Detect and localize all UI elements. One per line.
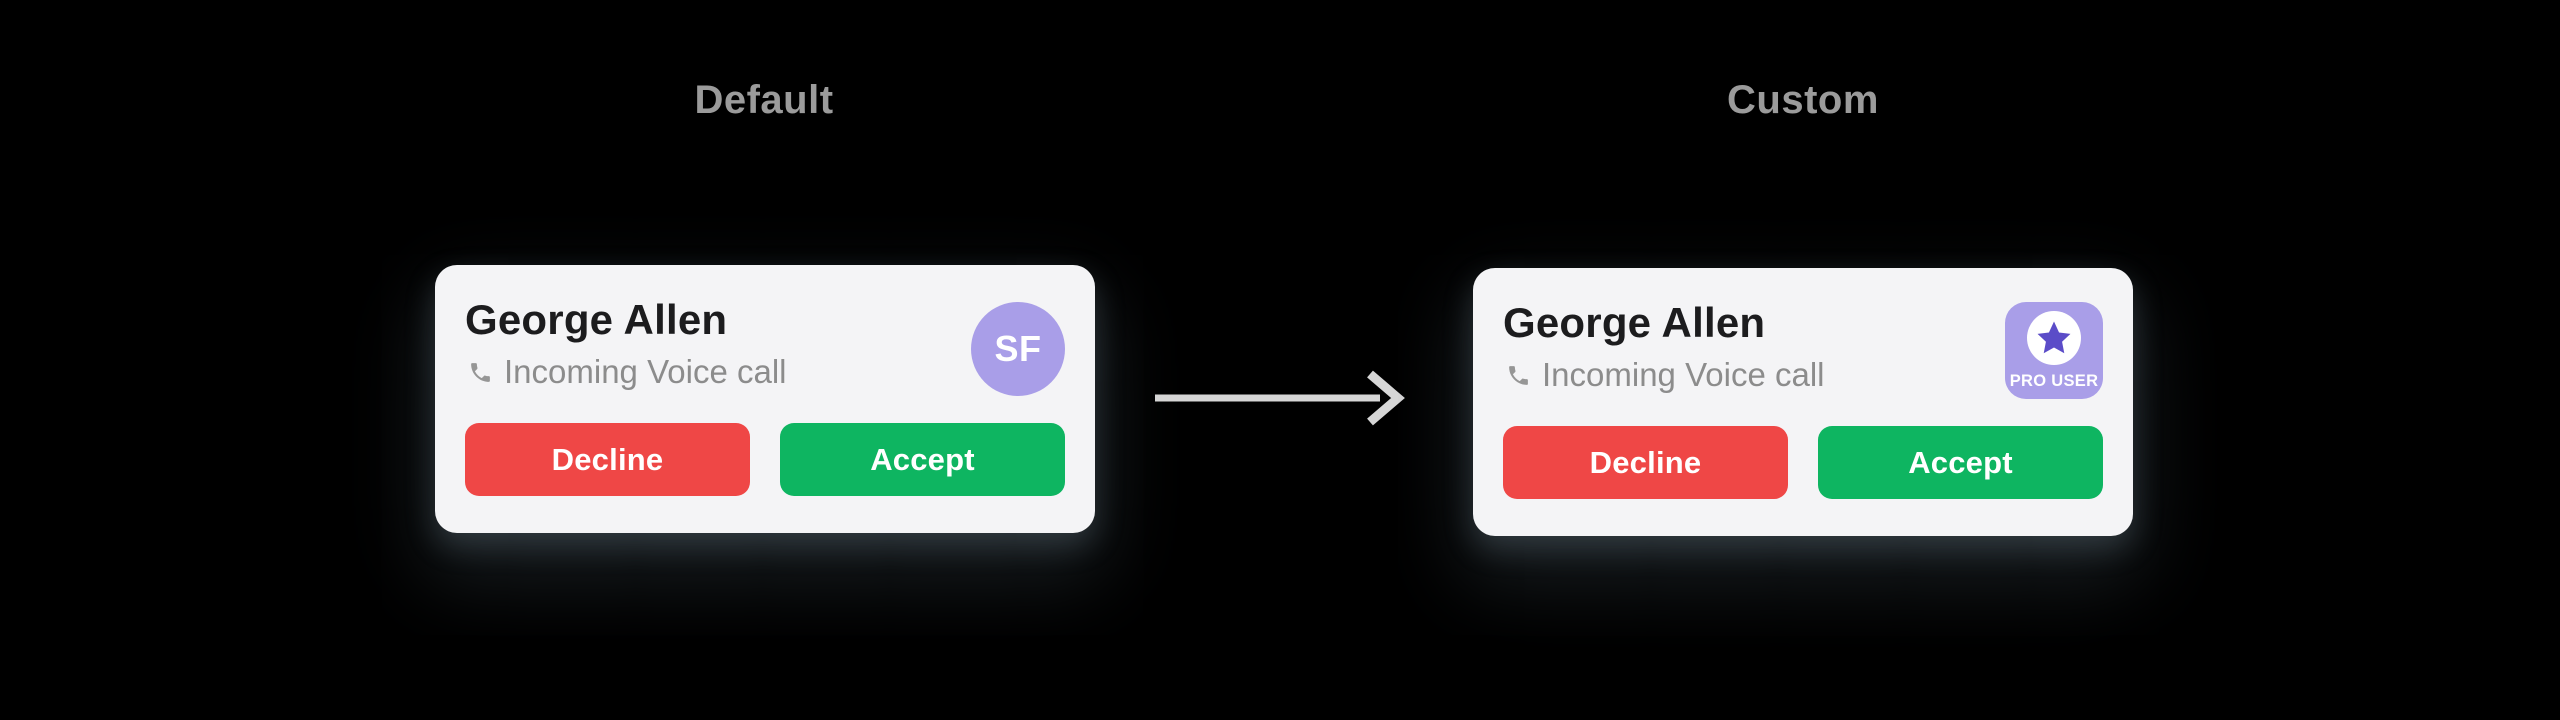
arrow-right-icon <box>1155 370 1405 426</box>
incoming-call-card-default: George Allen Incoming Voice call SF Decl… <box>435 265 1095 533</box>
avatar: SF <box>971 302 1065 396</box>
call-type-row: Incoming Voice call <box>468 353 786 391</box>
star-icon <box>2037 321 2071 354</box>
caller-name: George Allen <box>1503 299 1766 346</box>
call-actions: Decline Accept <box>465 423 1065 496</box>
badge-star-circle <box>2027 310 2081 365</box>
call-type-label: Incoming Voice call <box>1542 356 1825 393</box>
caller-name: George Allen <box>465 296 728 343</box>
phone-icon <box>471 362 490 382</box>
section-label-default: Default <box>694 78 834 122</box>
avatar-initials: SF <box>994 328 1042 369</box>
incoming-call-card-custom: George Allen Incoming Voice call PRO USE… <box>1473 268 2133 536</box>
caller-info: George Allen Incoming Voice call <box>465 295 786 391</box>
accept-button[interactable]: Accept <box>780 423 1065 496</box>
card-header: George Allen Incoming Voice call SF <box>465 295 1065 396</box>
accept-button[interactable]: Accept <box>1818 426 2103 499</box>
section-label-custom: Custom <box>1727 78 1879 122</box>
phone-icon <box>1509 365 1528 385</box>
decline-button[interactable]: Decline <box>465 423 750 496</box>
pro-user-badge-label: PRO USER <box>2009 371 2099 390</box>
call-type-label: Incoming Voice call <box>504 353 787 390</box>
call-type-row: Incoming Voice call <box>1506 356 1824 394</box>
pro-user-badge: PRO USER <box>2005 302 2103 399</box>
caller-info: George Allen Incoming Voice call <box>1503 298 1824 394</box>
decline-button[interactable]: Decline <box>1503 426 1788 499</box>
card-header: George Allen Incoming Voice call PRO USE… <box>1503 298 2103 399</box>
call-actions: Decline Accept <box>1503 426 2103 499</box>
